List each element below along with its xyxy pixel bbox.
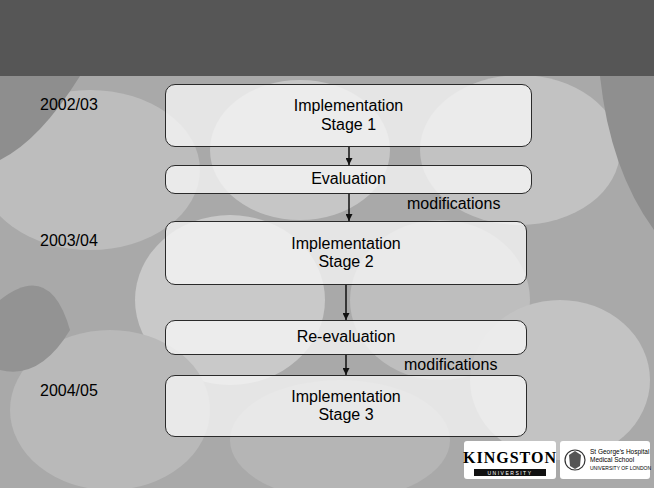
logo-bar	[474, 469, 546, 476]
process-box: Implementation Stage 3	[165, 375, 527, 437]
process-box: Implementation Stage 2	[165, 221, 527, 285]
year-label: 2002/03	[40, 96, 98, 114]
flow-arrow	[348, 147, 350, 165]
box-text: Implementation Stage 3	[271, 388, 421, 425]
flow-arrow	[348, 194, 350, 221]
year-label: 2003/04	[40, 232, 98, 250]
box-text: Implementation Stage 1	[274, 97, 424, 134]
flow-arrow	[345, 285, 347, 320]
year-label: 2004/05	[40, 382, 98, 400]
logo-text: UNIVERSITY OF LONDON	[590, 465, 651, 471]
box-text: Implementation Stage 2	[271, 235, 421, 272]
box-text: Evaluation	[311, 170, 386, 188]
process-box: Evaluation	[165, 165, 532, 194]
logo-text: UNIVERSITY	[487, 470, 532, 476]
logo-text: KINGSTON	[463, 449, 557, 467]
flow-arrow	[345, 355, 347, 375]
process-box: Implementation Stage 1	[165, 84, 532, 147]
box-text: Re-evaluation	[297, 328, 396, 346]
process-box: Re-evaluation	[165, 320, 527, 355]
edge-label: modifications	[407, 195, 500, 213]
logo-panel	[464, 441, 556, 479]
logo-text: Medical School	[590, 456, 634, 463]
crest-icon	[560, 441, 650, 479]
edge-label: modifications	[404, 356, 497, 374]
logo-text: St George's Hospital	[590, 448, 649, 455]
